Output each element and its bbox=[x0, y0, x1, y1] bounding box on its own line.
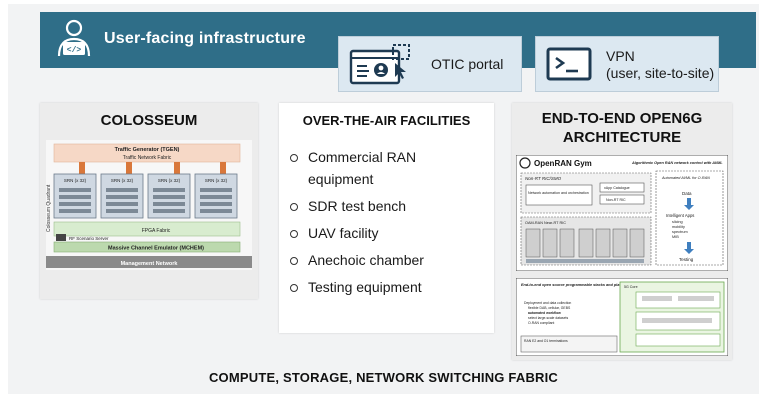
intel-item: slicing bbox=[672, 220, 683, 224]
auto-ai-label: Automated AI/ML for O-RAN bbox=[661, 176, 710, 180]
openran-gym-diagram: OpenRAN Gym Algorithmic Open RAN network… bbox=[516, 155, 728, 271]
colosseum-diagram: Colosseum Quadrant Traffic Generator (TG… bbox=[46, 140, 252, 270]
colosseum-title: COLOSSEUM bbox=[100, 112, 198, 129]
ota-panel bbox=[279, 103, 494, 333]
svg-text:</>: </> bbox=[67, 46, 82, 55]
header-title: User-facing infrastructure bbox=[104, 30, 306, 47]
ran-label: RAN E2 and O1 terminations bbox=[524, 339, 568, 343]
mchem-box bbox=[53, 241, 241, 253]
ota-item: Anechoic chamber bbox=[290, 251, 424, 270]
stack-item: O-RAN compliant bbox=[528, 321, 554, 325]
stack-item: automated workflow bbox=[528, 311, 561, 315]
intel-item: spectrum bbox=[672, 230, 688, 234]
net-auto-label: Network automation and orchestration bbox=[528, 191, 589, 195]
stack-item: select large-scale datasets bbox=[528, 316, 568, 320]
rf-server-box bbox=[56, 234, 66, 241]
data-label: Data bbox=[682, 191, 692, 196]
nonrt-label: Non-RT RIC/SMO bbox=[525, 176, 562, 181]
intel-label: Intelligent Apps bbox=[666, 213, 694, 218]
footer-label: COMPUTE, STORAGE, NETWORK SWITCHING FABR… bbox=[208, 370, 559, 385]
link-4 bbox=[220, 162, 226, 174]
vpn-card[interactable]: VPN (user, site-to-site) bbox=[535, 36, 719, 92]
ran-box bbox=[520, 335, 618, 353]
net-auto-box bbox=[525, 184, 593, 206]
mgmt-box bbox=[46, 256, 252, 268]
testing-label: Testing bbox=[679, 257, 694, 262]
ota-item: Commercial RAN bbox=[290, 148, 424, 167]
nonrt-ric-label: Non-RT RIC bbox=[606, 198, 626, 202]
mchem-label: Massive Channel Emulator (MCHEM) bbox=[108, 246, 204, 252]
tgen-box bbox=[53, 143, 241, 163]
intel-item: mobility bbox=[672, 225, 685, 229]
xapp-cat-label: xApp Catalogue bbox=[604, 186, 630, 190]
ota-title: OVER-THE-AIR FACILITIES bbox=[302, 113, 471, 128]
e2e-title-line2: ARCHITECTURE bbox=[562, 129, 682, 146]
testing-down-arrow-icon bbox=[684, 242, 694, 254]
fpga-label: FPGA Fabric bbox=[142, 228, 171, 234]
rf-label: RF Scenario Server bbox=[69, 236, 109, 241]
gym-subtitle: Algorithmic Open RAN network control wit… bbox=[631, 161, 723, 165]
vpn-label: VPN bbox=[606, 48, 635, 64]
link-3 bbox=[174, 162, 180, 174]
otic-portal-label: OTIC portal bbox=[431, 56, 504, 72]
ota-item-cont: equipment bbox=[308, 171, 374, 187]
vpn-sublabel: (user, site-to-site) bbox=[606, 65, 715, 81]
stack-item: Deployment and data collection bbox=[524, 301, 571, 305]
fpga-box bbox=[53, 221, 241, 237]
mgmt-label: Management Network bbox=[121, 261, 179, 267]
core-label: 5G Core bbox=[624, 285, 638, 289]
open-source-stack-diagram: End-to-end open source programmable stac… bbox=[516, 278, 728, 356]
ota-item: UAV facility bbox=[290, 224, 424, 243]
tgen-label: Traffic Generator (TGEN) bbox=[115, 147, 180, 153]
portal-window-icon bbox=[349, 44, 410, 85]
ota-item: SDR test bench bbox=[290, 197, 424, 216]
nearrt-label: OAM-RAN Near-RT RIC bbox=[525, 221, 566, 225]
link-1 bbox=[79, 162, 85, 174]
user-developer-icon: </> bbox=[57, 19, 91, 57]
data-down-arrow-icon bbox=[684, 198, 694, 210]
srn-label-3: SRN (x 32) bbox=[158, 178, 181, 183]
gym-name: OpenRAN Gym bbox=[534, 159, 592, 168]
stack-item: flexible DAB, cellular, GEBS bbox=[528, 306, 571, 310]
srn-label-4: SRN (x 32) bbox=[205, 178, 228, 183]
intel-item: MIB bbox=[672, 235, 679, 239]
xapp-cat-box bbox=[599, 182, 645, 193]
stack-title: End-to-end open source programmable stac… bbox=[521, 283, 631, 287]
otic-portal-card[interactable]: OTIC portal bbox=[338, 36, 522, 92]
e2e-title-line1: END-TO-END OPEN6G bbox=[541, 110, 703, 127]
terminal-icon bbox=[546, 47, 592, 81]
srn-label-1: SRN (x 32) bbox=[64, 178, 87, 183]
nonrt-ric-box bbox=[599, 194, 645, 205]
quadrant-label: Colosseum Quadrant bbox=[46, 184, 52, 232]
link-2 bbox=[126, 162, 132, 174]
ota-item: Testing equipment bbox=[290, 278, 424, 297]
tnf-label: Traffic Network Fabric bbox=[123, 155, 172, 161]
srn-label-2: SRN (x 32) bbox=[111, 178, 134, 183]
ota-list: Commercial RAN equipment SDR test bench … bbox=[290, 148, 424, 297]
openran-gym-logo-icon bbox=[519, 157, 531, 169]
